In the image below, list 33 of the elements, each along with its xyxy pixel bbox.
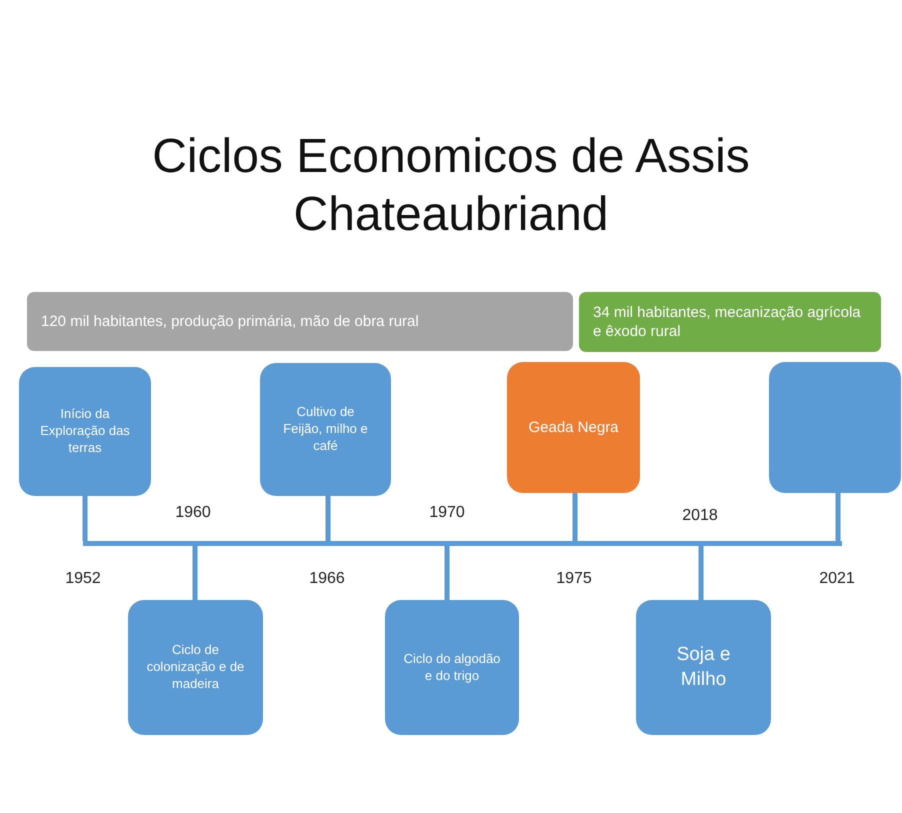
timeline-stem — [192, 546, 198, 600]
event-box — [507, 362, 640, 493]
event-text: Ciclo de colonização e de madeira — [146, 641, 246, 693]
event-text: Soja e Milho — [676, 642, 732, 692]
timeline-stem — [572, 493, 578, 541]
event-box — [260, 363, 391, 496]
info-banner — [579, 292, 881, 352]
timeline-bar — [83, 541, 842, 546]
timeline-stem — [836, 493, 840, 541]
title: Ciclos Economicos de Assis Chateaubriand — [151, 129, 751, 243]
event-text: 34 mil habitantes, mecanização agrícola e êxodo rural — [592, 302, 862, 342]
event-text: 120 mil habitantes, produção primária, mão de obra rural — [40, 312, 420, 332]
year-label: 1960 — [175, 504, 211, 522]
year-label: 1952 — [65, 570, 101, 588]
empty-box — [769, 362, 901, 493]
year-label: 1970 — [429, 504, 465, 522]
event-text: Início da Exploração das terras — [39, 405, 131, 457]
event-box — [128, 600, 263, 735]
timeline-stem — [444, 546, 450, 600]
timeline-stem — [326, 496, 330, 541]
info-banner — [27, 292, 573, 351]
event-box — [636, 600, 771, 735]
event-box — [19, 367, 151, 496]
event-text: Geada Negra — [527, 418, 620, 438]
event-box — [385, 600, 519, 735]
year-label: 1975 — [556, 570, 592, 588]
year-label: 2021 — [819, 570, 855, 588]
year-label: 2018 — [682, 507, 718, 525]
event-text: Ciclo do algodão e do trigo — [402, 650, 502, 685]
event-text: Cultivo de Feijão, milho e café — [282, 403, 369, 455]
timeline-stem — [698, 546, 704, 600]
year-label: 1966 — [309, 570, 345, 588]
timeline-stem — [82, 496, 88, 541]
